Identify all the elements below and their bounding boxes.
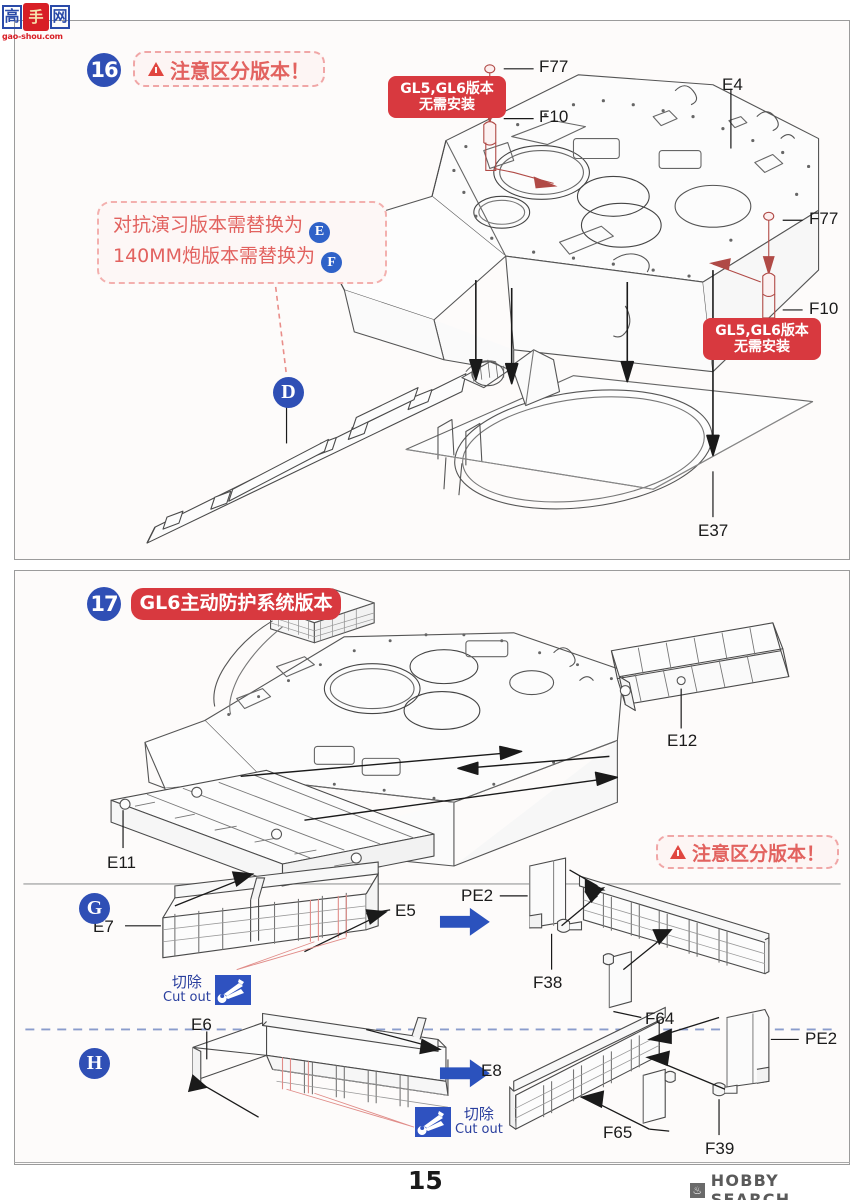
banner-gl5-gl6-top: GL5,GL6版本 无需安装 <box>388 76 506 118</box>
part-label-F10-top: F10 <box>539 107 569 126</box>
banner-top-line-1: GL5,GL6版本 <box>400 80 494 97</box>
part-label-F39: F39 <box>705 1139 735 1158</box>
nipper-icon-g <box>214 975 251 1005</box>
banner-right-line-1: GL5,GL6版本 <box>715 322 809 339</box>
version-note-box: 对抗演习版本需替换为 E 140MM炮版本需替换为 F <box>97 201 387 285</box>
part-label-E12: E12 <box>667 731 698 750</box>
part-label-F64: F64 <box>645 1009 675 1028</box>
part-label-E4: E4 <box>722 75 743 94</box>
watermark-char-1: 高 <box>2 4 22 29</box>
banner-gl5-gl6-right: GL5,GL6版本 无需安装 <box>703 318 821 360</box>
warning-triangle-icon-2 <box>669 845 686 859</box>
cutout-label-en-h: Cut out <box>455 1122 503 1138</box>
warning-badge-step16: 注意区分版本！ <box>133 51 325 87</box>
watermark-char-3: 网 <box>50 4 70 29</box>
banner-right-line-2: 无需安装 <box>734 339 790 355</box>
site-watermark: 高 手 网 gao-shou.com <box>2 2 76 42</box>
version-note-line-2: 140MM炮版本需替换为 F <box>113 243 371 274</box>
part-label-F77-top: F77 <box>539 57 569 76</box>
cutout-label-cn-h: 切除 <box>463 1105 494 1124</box>
part-label-F38: F38 <box>533 973 563 992</box>
badge-E: E <box>309 221 331 243</box>
hobby-search-text: HOBBY SEARCH <box>710 1171 791 1200</box>
part-label-E8: E8 <box>481 1061 502 1080</box>
cutout-label-en-g: Cut out <box>163 990 211 1006</box>
warning-triangle-icon <box>148 62 164 76</box>
step-16-panel: 16 注意区分版本！ 对抗演习版本需替换为 E 140MM炮版本需替换为 F D… <box>14 20 850 560</box>
part-label-E11: E11 <box>107 853 136 872</box>
footer-divider <box>14 1162 850 1163</box>
banner-gl6-aps-version: GL6主动防护系统版本 <box>131 588 341 620</box>
part-label-F65: F65 <box>603 1123 633 1142</box>
subassembly-marker-H: H <box>79 1048 110 1079</box>
part-label-F10-right: F10 <box>809 299 839 318</box>
banner-top-line-2: 无需安装 <box>419 97 475 113</box>
subassembly-marker-D: D <box>273 377 304 408</box>
part-label-PE2-g: PE2 <box>461 886 494 905</box>
page-number: 15 <box>408 1166 443 1195</box>
hobby-search-logo: ♨ HOBBY SEARCH <box>690 1171 863 1200</box>
step-number-17: 17 <box>87 587 121 621</box>
warning-text: 注意区分版本！ <box>170 58 310 83</box>
subassembly-marker-G: G <box>79 893 110 924</box>
warning-text-2: 注意区分版本！ <box>691 842 825 865</box>
badge-F: F <box>321 252 343 274</box>
warning-badge-step17: 注意区分版本！ <box>656 835 839 869</box>
step-17-panel: 17 GL6主动防护系统版本 注意区分版本！ E11 E12 G E5 E7 切… <box>14 570 850 1165</box>
cutout-badge-g: 切除 Cut out <box>163 975 251 1005</box>
flame-icon: ♨ <box>690 1182 705 1198</box>
cutout-badge-h: 切除 Cut out <box>415 1107 503 1137</box>
watermark-char-2: 手 <box>23 2 49 31</box>
version-note-line-1: 对抗演习版本需替换为 E <box>113 212 371 243</box>
part-label-F77-right: F77 <box>809 209 839 228</box>
part-label-E37: E37 <box>698 521 729 540</box>
part-label-E5: E5 <box>395 901 416 920</box>
watermark-url: gao-shou.com <box>2 32 63 41</box>
part-label-E6: E6 <box>191 1015 212 1034</box>
part-label-PE2-h: PE2 <box>805 1029 838 1048</box>
nipper-icon-h <box>415 1107 451 1137</box>
cutout-label-cn-g: 切除 <box>171 973 202 992</box>
step-number-16: 16 <box>87 53 121 87</box>
